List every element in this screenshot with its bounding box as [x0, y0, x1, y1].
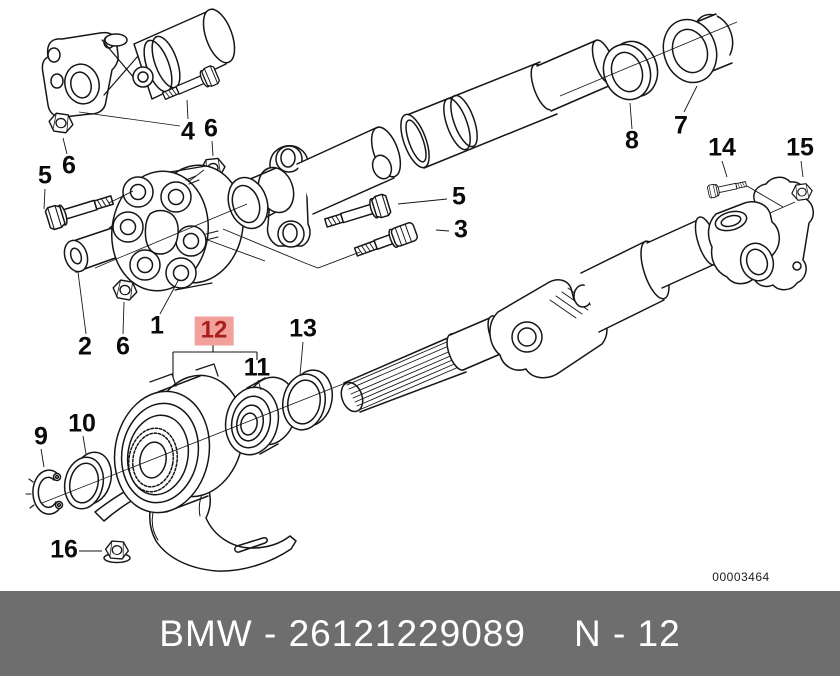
caption-bar: BMW - 26121229089 N - 12: [0, 591, 840, 676]
flange-yoke-drawing: [41, 8, 236, 118]
flex-disc-1-drawing: [110, 164, 245, 292]
callout-5-left[interactable]: 5: [38, 161, 52, 190]
callout-2[interactable]: 2: [78, 332, 92, 361]
callout-12-highlighted[interactable]: 12: [194, 316, 234, 346]
front-yoke-drawing: [707, 201, 780, 285]
callout-16[interactable]: 16: [50, 535, 78, 564]
bolt-5-left-drawing: [43, 188, 117, 232]
callout-14[interactable]: 14: [708, 133, 736, 162]
callout-13[interactable]: 13: [289, 314, 317, 343]
callout-4[interactable]: 4: [181, 117, 195, 146]
snap-ring-9-drawing: [25, 469, 64, 515]
callout-6-lower[interactable]: 6: [116, 332, 130, 361]
callout-6-left[interactable]: 6: [62, 151, 76, 180]
lower-tube-drawing: [580, 216, 720, 333]
bearing-11-drawing: [224, 376, 298, 456]
axis-lines: [41, 21, 738, 504]
diagram-canvas: [25, 8, 814, 572]
ring-13-drawing: [282, 369, 333, 431]
callout-10[interactable]: 10: [68, 409, 96, 438]
callout-1[interactable]: 1: [150, 311, 164, 340]
universal-joint-drawing: [489, 279, 608, 379]
callout-8[interactable]: 8: [625, 126, 639, 155]
callout-6-upper[interactable]: 6: [204, 114, 218, 143]
doc-number: 00003464: [712, 570, 770, 584]
ring-10-drawing: [63, 451, 113, 510]
callout-12-bracket: [172, 343, 258, 377]
shaft-tube-drawing: [400, 39, 617, 169]
cup-7-drawing: [662, 13, 734, 84]
centre-bearing-housing-drawing: [113, 363, 245, 514]
nut-16-drawing: [103, 539, 131, 564]
splined-shaft-drawing: [340, 315, 509, 413]
callout-5-mid[interactable]: 5: [452, 182, 466, 211]
callout-7[interactable]: 7: [674, 111, 688, 140]
leader-lines: [40, 85, 804, 552]
ring-8-drawing: [602, 40, 659, 101]
callout-11[interactable]: 11: [243, 353, 271, 382]
front-shaft-drawing: [296, 126, 402, 215]
caption-part-number: BMW - 26121229089: [159, 612, 526, 654]
callout-3[interactable]: 3: [454, 215, 468, 244]
bolt-3-drawing: [351, 220, 420, 262]
bolt-14-drawing: [706, 177, 748, 199]
callout-15[interactable]: 15: [786, 133, 814, 162]
caption-page-ref: N - 12: [573, 612, 681, 654]
callout-9[interactable]: 9: [34, 422, 48, 451]
